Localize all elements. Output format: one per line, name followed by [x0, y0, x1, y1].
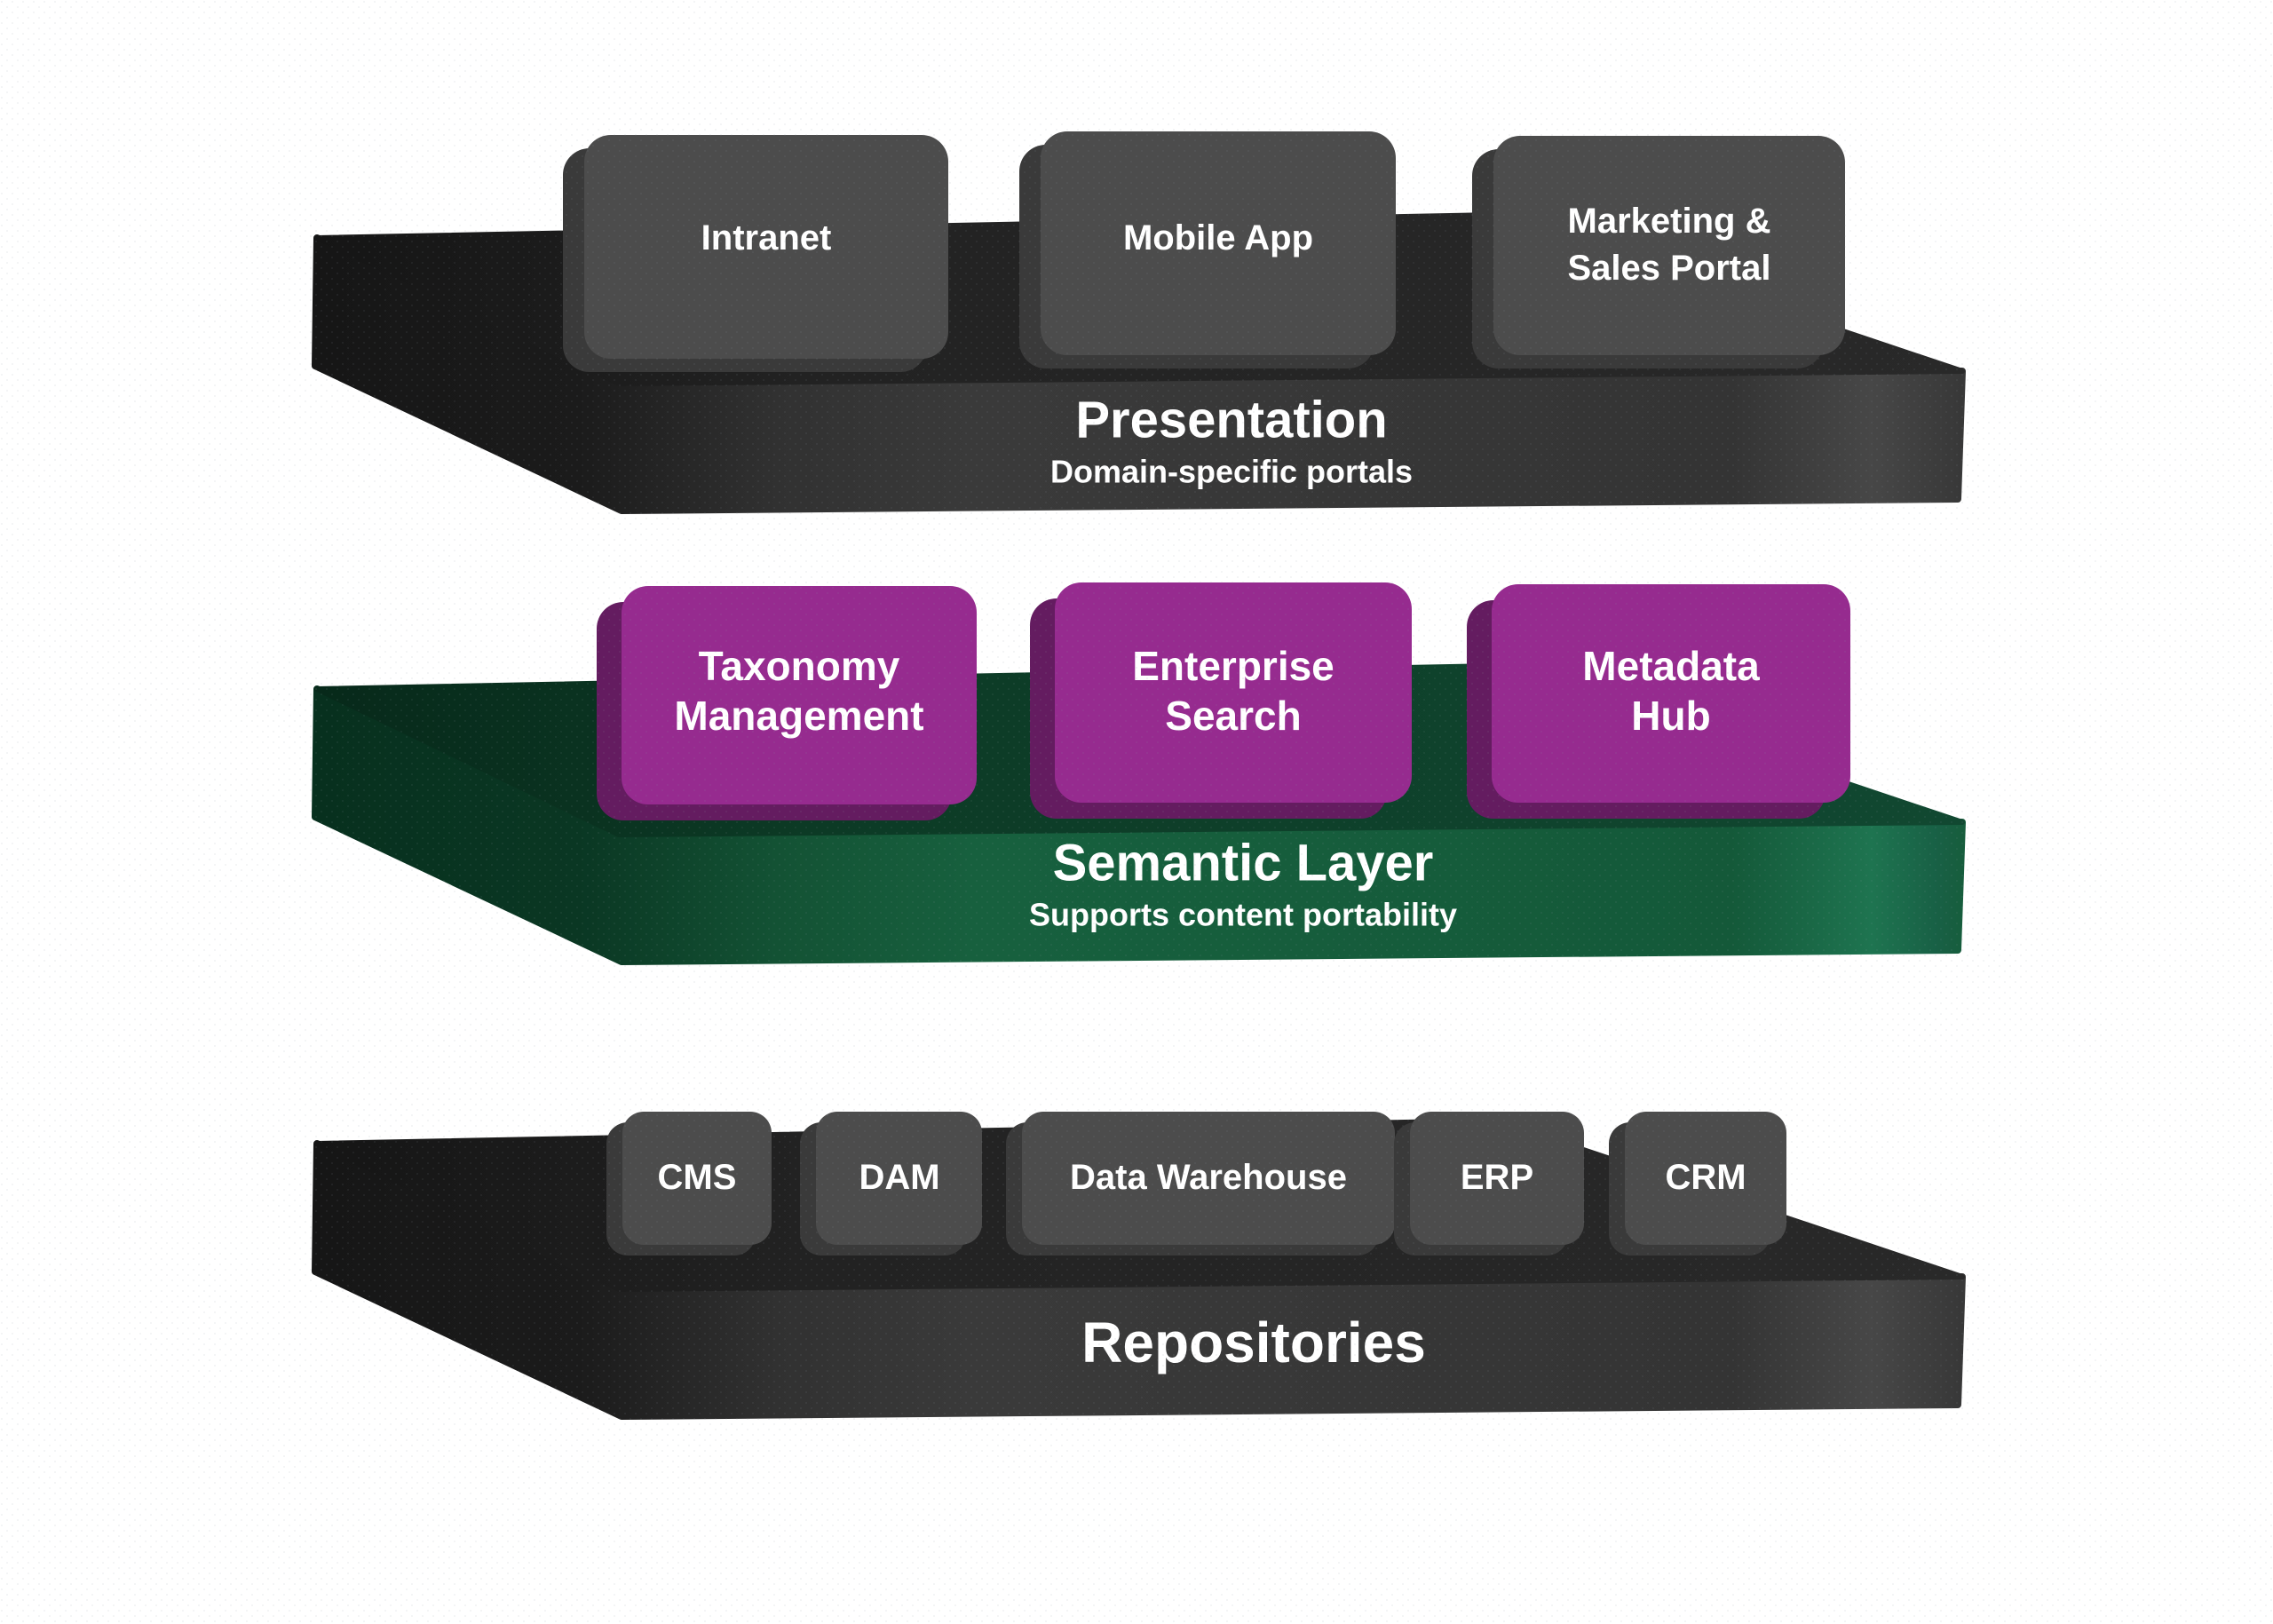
- box-metadata-hub: Metadata Hub: [1467, 584, 1850, 819]
- box-label-line-1: Taxonomy: [699, 643, 900, 689]
- box-data-warehouse: Data Warehouse: [1006, 1112, 1395, 1256]
- box-cms: CMS: [606, 1112, 772, 1256]
- box-label-line-1: Enterprise: [1132, 643, 1334, 689]
- layer-subtitle: Supports content portability: [1029, 897, 1457, 933]
- box-label: Intranet: [701, 218, 832, 257]
- box-intranet: Intranet: [563, 135, 948, 372]
- layer-title: Repositories: [1081, 1311, 1426, 1374]
- box-label: CRM: [1665, 1158, 1746, 1197]
- box-label-line-2: Search: [1165, 693, 1301, 739]
- box-erp: ERP: [1394, 1112, 1584, 1256]
- box-label: Mobile App: [1123, 218, 1313, 257]
- box-marketing-sales-portal: Marketing & Sales Portal: [1472, 136, 1845, 368]
- box-label: ERP: [1461, 1158, 1533, 1197]
- box-crm: CRM: [1609, 1112, 1786, 1256]
- box-taxonomy-management: Taxonomy Management: [597, 586, 977, 820]
- box-face: [1493, 136, 1845, 355]
- box-label: Data Warehouse: [1070, 1158, 1347, 1197]
- box-dam: DAM: [800, 1112, 982, 1256]
- box-label-line-1: Marketing &: [1568, 202, 1771, 241]
- layer-title: Presentation: [1075, 392, 1387, 449]
- box-label-line-1: Metadata: [1582, 643, 1760, 689]
- layer-subtitle: Domain-specific portals: [1050, 454, 1413, 490]
- box-label-line-2: Sales Portal: [1567, 249, 1770, 288]
- layer-semantic: Taxonomy Management Enterprise Search Me…: [312, 582, 1966, 965]
- box-label-line-2: Hub: [1631, 693, 1710, 739]
- layer-repositories: CMS DAM Data Warehouse ERP CRM Repositor…: [312, 1112, 1966, 1420]
- layer-title: Semantic Layer: [1053, 835, 1434, 892]
- box-mobile-app: Mobile App: [1019, 131, 1396, 368]
- box-enterprise-search: Enterprise Search: [1030, 582, 1412, 819]
- box-label: DAM: [859, 1158, 939, 1197]
- layer-presentation: Intranet Mobile App Marketing & Sales Po…: [312, 131, 1966, 514]
- box-label-line-2: Management: [674, 693, 923, 739]
- box-label: CMS: [658, 1158, 737, 1197]
